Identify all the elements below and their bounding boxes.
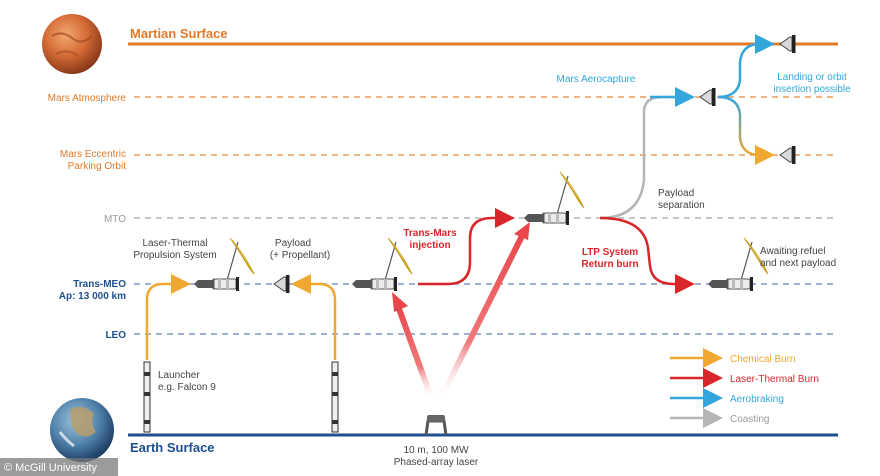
laser-beam-right — [437, 234, 525, 402]
tmi-label-2: injection — [409, 240, 450, 251]
chemical-ascent-1 — [145, 274, 191, 360]
await-label-1: Awaiting refuel — [760, 246, 825, 257]
legend-coast-label: Coasting — [730, 414, 769, 425]
trans-meo-label-1: Trans-MEO — [73, 279, 126, 290]
combined-spacecraft-mto — [523, 171, 585, 226]
earth-planet — [50, 398, 114, 462]
trans-meo-label-2: Ap: 13 000 km — [59, 291, 126, 302]
laser-beam-left-head — [392, 292, 408, 312]
payload-atmosphere — [699, 87, 716, 107]
earth-surface-label: Earth Surface — [130, 440, 215, 455]
tmi-label-1: Trans-Mars — [403, 228, 457, 239]
sep-label-1: Payload — [658, 188, 694, 199]
launcher-rocket-1 — [143, 361, 151, 433]
parking-orbit-label-1: Mars Eccentric — [60, 149, 126, 160]
branch-down-path — [717, 95, 775, 165]
payload-label-1: Payload — [275, 238, 311, 249]
payload-surface — [779, 34, 796, 54]
return-label-2: Return burn — [581, 259, 638, 270]
credit-background — [0, 458, 118, 476]
return-burn-path — [599, 216, 695, 294]
chemical-ascent-2 — [291, 274, 337, 360]
legend-chemical-label: Chemical Burn — [730, 354, 796, 365]
phased-array-laser — [424, 415, 448, 436]
laser-label-1: 10 m, 100 MW — [403, 445, 469, 456]
mars-planet — [42, 14, 102, 74]
credit-label: © McGill University — [4, 462, 98, 474]
launcher-label-2: e.g. Falcon 9 — [158, 382, 216, 393]
landing-label-2: insertion possible — [773, 84, 851, 95]
martian-surface-label: Martian Surface — [130, 26, 228, 41]
mars-atmosphere-label: Mars Atmosphere — [48, 93, 127, 104]
launcher-rocket-2 — [331, 361, 339, 433]
laser-beam-right-head — [514, 222, 530, 240]
branch-up-path — [717, 34, 775, 99]
legend-aero-label: Aerobraking — [730, 394, 784, 405]
payload-pod — [273, 274, 290, 294]
landing-label-1: Landing or orbit — [777, 72, 847, 83]
ltp-label-2: Propulsion System — [133, 250, 216, 261]
sep-label-2: separation — [658, 200, 705, 211]
payload-label-2: (+ Propellant) — [270, 250, 330, 261]
returned-spacecraft — [707, 237, 769, 292]
combined-spacecraft-meo — [351, 237, 413, 292]
ltp-label-1: Laser-Thermal — [142, 238, 207, 249]
return-label-1: LTP System — [582, 247, 638, 258]
laser-label-2: Phased-array laser — [394, 457, 479, 468]
tmi-burn-path — [418, 208, 515, 286]
legend: Chemical Burn Laser-Thermal Burn Aerobra… — [670, 348, 819, 428]
aerocapture-label: Mars Aerocapture — [557, 74, 636, 85]
launcher-label-1: Launcher — [158, 370, 200, 381]
legend-laser-label: Laser-Thermal Burn — [730, 374, 819, 385]
await-label-2: and next payload — [760, 258, 836, 269]
parking-orbit-label-2: Parking Orbit — [68, 161, 127, 172]
mto-label: MTO — [104, 214, 126, 225]
payload-parking — [779, 145, 796, 165]
leo-label: LEO — [105, 330, 126, 341]
laser-beam-left — [395, 304, 435, 402]
